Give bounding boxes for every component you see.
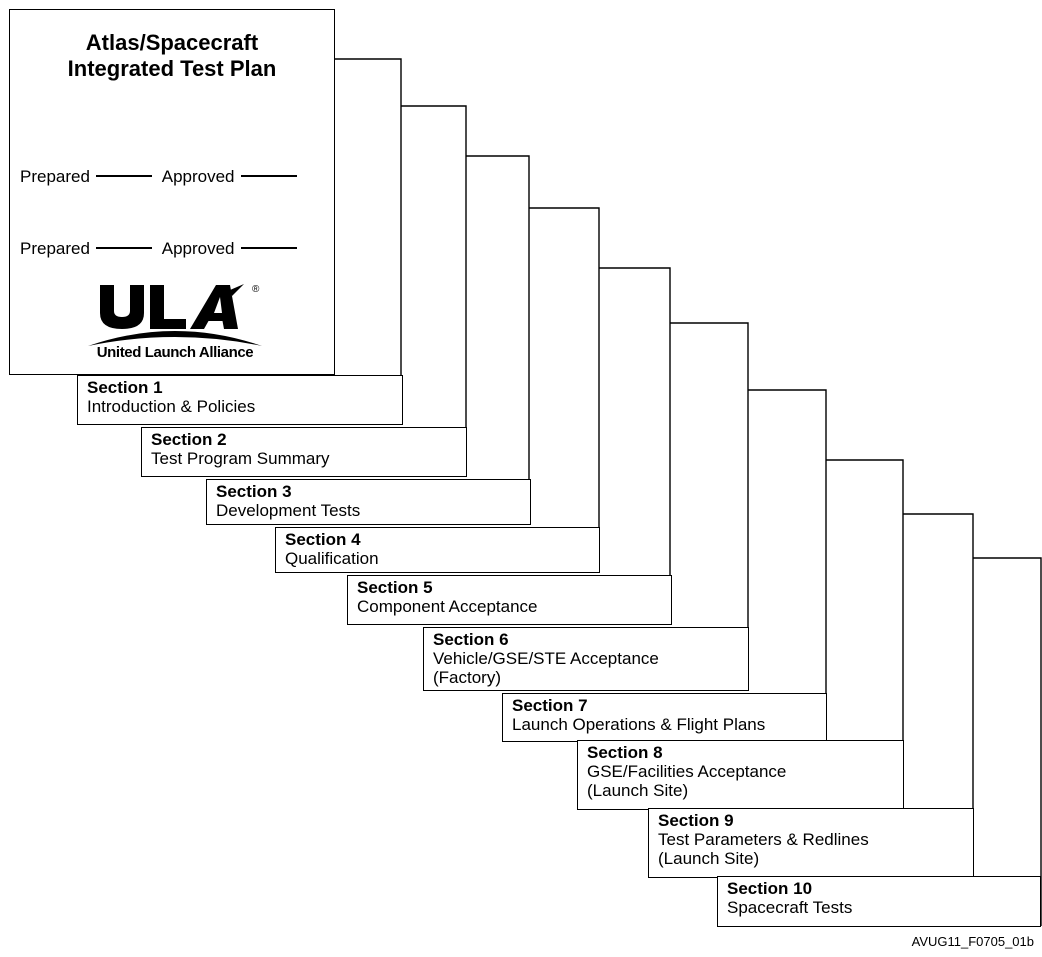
prepared-label: Prepared xyxy=(20,239,90,258)
section-number: Section 7 xyxy=(512,696,588,715)
figure-id: AVUG11_F0705_01b xyxy=(911,934,1034,949)
approved-label: Approved xyxy=(161,239,235,258)
cover-title: Atlas/Spacecraft Integrated Test Plan xyxy=(67,30,277,81)
section-number: Section 4 xyxy=(285,530,361,549)
cover-page: Atlas/Spacecraft Integrated Test Plan Pr… xyxy=(9,9,335,375)
page-outline-8 xyxy=(826,459,904,809)
svg-text:®: ® xyxy=(252,284,260,295)
prepared-label: Prepared xyxy=(20,167,90,186)
section-tab-3: Section 3 Development Tests xyxy=(206,479,531,525)
section-title: Component Acceptance xyxy=(357,597,538,616)
page-outline-4 xyxy=(529,207,600,572)
ula-logo-mark: ® xyxy=(88,284,262,346)
section-title: Development Tests xyxy=(216,501,361,520)
ula-logo: ® United Launch Alliance xyxy=(80,280,270,370)
section-title: Launch Operations & Flight Plans xyxy=(512,715,766,734)
section-title: Test Program Summary xyxy=(151,449,330,468)
section-title: GSE/Facilities Acceptance (Launch Site) xyxy=(587,762,787,800)
signature-row-2: Prepared Approved xyxy=(20,239,303,259)
page-outline-2 xyxy=(401,105,467,476)
page-outline-3 xyxy=(466,155,530,523)
section-tab-9: Section 9 Test Parameters & Redlines (La… xyxy=(648,808,974,878)
section-tab-2: Section 2 Test Program Summary xyxy=(141,427,467,477)
section-title: Qualification xyxy=(285,549,379,568)
section-number: Section 1 xyxy=(87,378,163,397)
section-tab-8: Section 8 GSE/Facilities Acceptance (Lau… xyxy=(577,740,904,810)
section-tab-7: Section 7 Launch Operations & Flight Pla… xyxy=(502,693,827,742)
page-outline-10 xyxy=(973,557,1042,926)
section-title: Test Parameters & Redlines (Launch Site) xyxy=(658,830,869,868)
signature-line xyxy=(95,246,152,249)
section-tab-1: Section 1 Introduction & Policies xyxy=(77,375,403,425)
section-number: Section 2 xyxy=(151,430,227,449)
section-number: Section 8 xyxy=(587,743,663,762)
page-outline-6 xyxy=(670,322,749,690)
signature-row-1: Prepared Approved xyxy=(20,167,303,187)
approved-label: Approved xyxy=(161,167,235,186)
section-tab-6: Section 6 Vehicle/GSE/STE Acceptance (Fa… xyxy=(423,627,749,691)
section-tab-4: Section 4 Qualification xyxy=(275,527,600,573)
page-outline-1 xyxy=(335,58,402,425)
signature-line xyxy=(240,246,297,249)
signature-line xyxy=(240,174,297,177)
section-title: Vehicle/GSE/STE Acceptance (Factory) xyxy=(433,649,659,687)
section-title: Introduction & Policies xyxy=(87,397,256,416)
section-number: Section 3 xyxy=(216,482,292,501)
page-outline-5 xyxy=(599,267,671,624)
section-number: Section 5 xyxy=(357,578,433,597)
section-tab-5: Section 5 Component Acceptance xyxy=(347,575,672,625)
section-number: Section 10 xyxy=(727,879,813,898)
section-title: Spacecraft Tests xyxy=(727,898,853,917)
section-number: Section 6 xyxy=(433,630,509,649)
page-outline-9 xyxy=(903,513,974,877)
section-tab-10: Section 10 Spacecraft Tests xyxy=(717,876,1041,927)
section-number: Section 9 xyxy=(658,811,734,830)
page-outline-7 xyxy=(748,389,827,741)
signature-line xyxy=(95,174,152,177)
ula-logo-name: United Launch Alliance xyxy=(96,344,254,361)
